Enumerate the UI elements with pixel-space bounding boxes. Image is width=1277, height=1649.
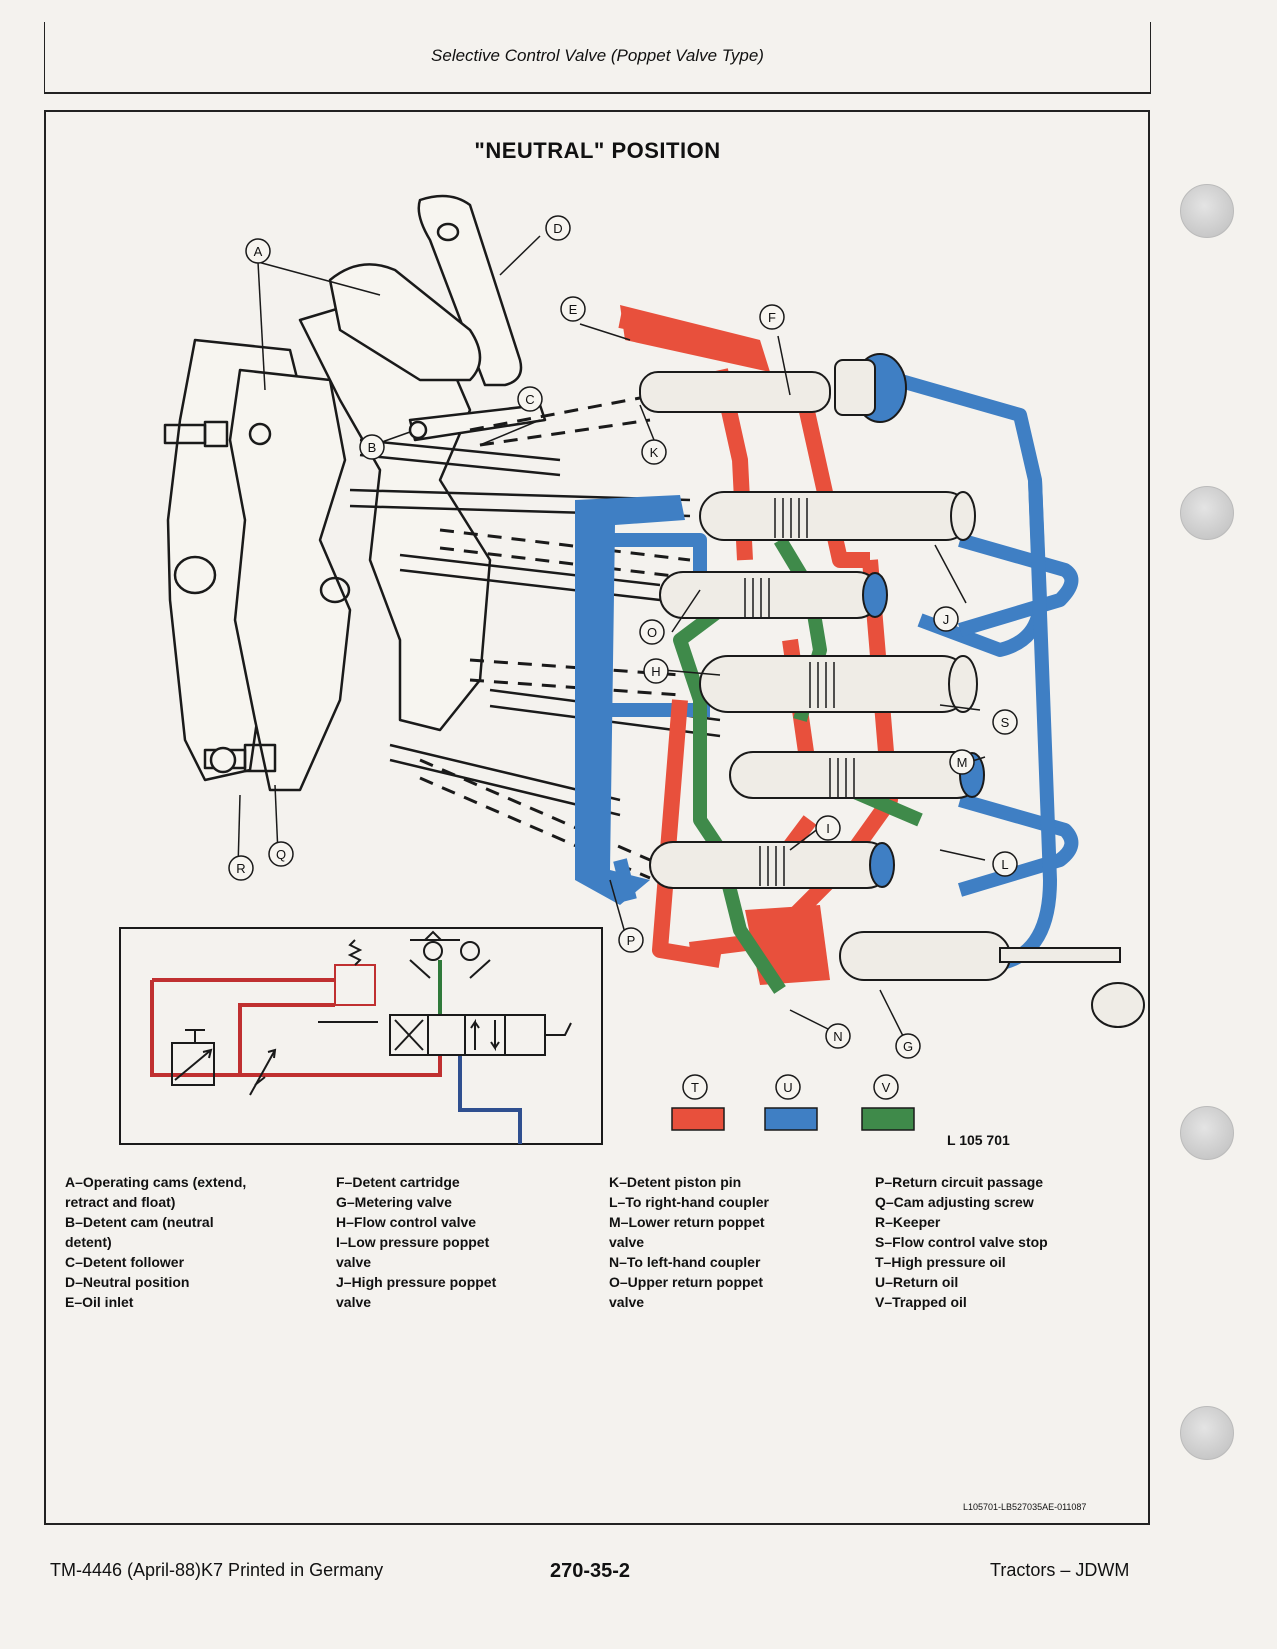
callout-e: E: [569, 302, 578, 317]
header-border-right: [1150, 22, 1151, 92]
legend-item: K–Detent piston pin: [609, 1174, 742, 1190]
legend-item: retract and float): [65, 1194, 176, 1210]
legend-item: B–Detent cam (neutral: [65, 1214, 214, 1230]
legend-item: F–Detent cartridge: [336, 1174, 460, 1190]
callout-g: G: [903, 1039, 913, 1054]
callout-n: N: [833, 1029, 842, 1044]
legend-item: G–Metering valve: [336, 1194, 452, 1210]
page-number: 270-35-2: [550, 1560, 631, 1582]
binder-hole: [1180, 1406, 1234, 1460]
legend-item: detent): [65, 1234, 112, 1250]
header-rule: [44, 92, 1151, 94]
legend-item: D–Neutral position: [65, 1274, 190, 1290]
callout-q: Q: [276, 847, 286, 862]
callout-i: I: [826, 821, 830, 836]
springs: [744, 498, 855, 886]
schematic-inset: [119, 927, 603, 1145]
figure-reference: L 105 701: [947, 1132, 1010, 1148]
callout-o: O: [647, 625, 657, 640]
cam-assembly: [163, 194, 721, 817]
callout-r: R: [236, 861, 245, 876]
binder-hole: [1180, 486, 1234, 540]
legend-column-4: P–Return circuit passage Q–Cam adjusting…: [875, 1172, 1048, 1312]
callouts: [237, 235, 986, 1041]
legend-item: E–Oil inlet: [65, 1294, 134, 1310]
legend-item: Q–Cam adjusting screw: [875, 1194, 1034, 1210]
legend-item: O–Upper return poppet: [609, 1274, 764, 1290]
legend-item: V–Trapped oil: [875, 1294, 967, 1310]
callout-p: P: [627, 933, 636, 948]
legend-item: N–To left-hand coupler: [609, 1254, 761, 1270]
legend-item: M–Lower return poppet: [609, 1214, 765, 1230]
binder-hole: [1180, 184, 1234, 238]
callout-d: D: [553, 221, 562, 236]
callout-v: V: [882, 1080, 891, 1095]
legend-column-2: F–Detent cartridge G–Metering valve H–Fl…: [336, 1172, 496, 1312]
legend-item: valve: [609, 1294, 645, 1310]
legend-item: R–Keeper: [875, 1214, 941, 1230]
callout-b: B: [368, 440, 377, 455]
callout-u: U: [783, 1080, 792, 1095]
legend-item: I–Low pressure poppet: [336, 1234, 490, 1250]
swatch-high-pressure: [671, 1107, 725, 1131]
legend-item: T–High pressure oil: [875, 1254, 1006, 1270]
legend-item: U–Return oil: [875, 1274, 959, 1290]
page-header-title: Selective Control Valve (Poppet Valve Ty…: [431, 46, 764, 65]
callout-c: C: [525, 392, 534, 407]
legend-item: C–Detent follower: [65, 1254, 185, 1270]
legend-item: P–Return circuit passage: [875, 1174, 1044, 1190]
callout-a: A: [254, 244, 263, 259]
legend-item: valve: [336, 1254, 372, 1270]
legend-item: valve: [609, 1234, 645, 1250]
callout-f: F: [768, 310, 776, 325]
legend-item: J–High pressure poppet: [336, 1274, 497, 1290]
legend-item: L–To right-hand coupler: [609, 1194, 769, 1210]
legend-column-3: K–Detent piston pin L–To right-hand coup…: [609, 1172, 769, 1312]
valve-spools: [639, 353, 1145, 1028]
oil-inlet: [620, 305, 770, 372]
callout-s: S: [1001, 715, 1010, 730]
callout-circles: [228, 215, 1018, 1100]
figure-title: "NEUTRAL" POSITION: [474, 138, 721, 163]
callout-t: T: [691, 1080, 699, 1095]
callout-l: L: [1001, 857, 1008, 872]
callout-m: M: [957, 755, 968, 770]
swatch-return: [764, 1107, 818, 1131]
return-circuit-passage: [575, 495, 685, 905]
figure-frame: [44, 110, 1150, 1525]
callout-k: K: [650, 445, 659, 460]
callout-h: H: [651, 664, 660, 679]
header-border-left: [44, 22, 45, 92]
footer-right: Tractors – JDWM: [990, 1560, 1130, 1580]
legend-item: H–Flow control valve: [336, 1214, 477, 1230]
legend-item: A–Operating cams (extend,: [65, 1174, 247, 1190]
callout-letters: A D E F C B K J O H S M I L P G N R Q T …: [236, 221, 1009, 1095]
legend-item: valve: [336, 1294, 372, 1310]
legend-item: S–Flow control valve stop: [875, 1234, 1048, 1250]
callout-j: J: [943, 612, 950, 627]
footer-left: TM-4446 (April-88)K7 Printed in Germany: [50, 1560, 384, 1580]
binder-hole: [1180, 1106, 1234, 1160]
figure-code: L105701-LB527035AE-011087: [963, 1502, 1087, 1512]
legend-column-1: A–Operating cams (extend, retract and fl…: [65, 1172, 246, 1312]
swatch-trapped: [861, 1107, 915, 1131]
